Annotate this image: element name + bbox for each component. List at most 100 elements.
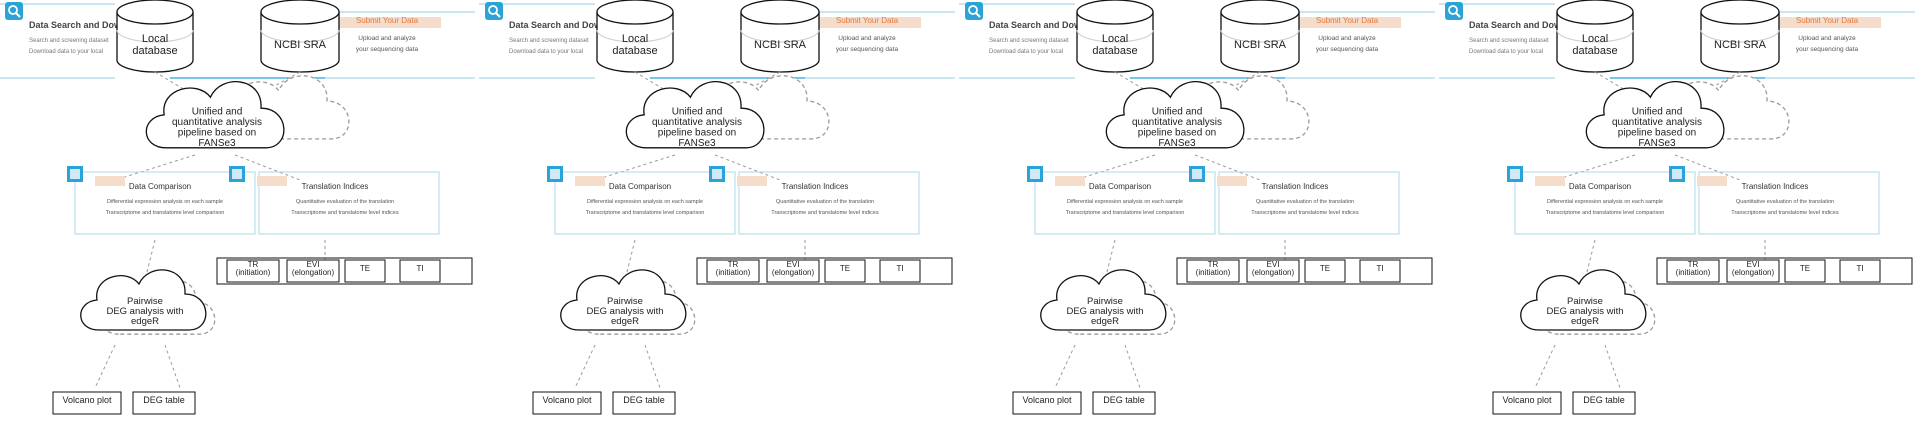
ratio-group-frame: [1176, 257, 1433, 285]
flow-arrow: [574, 344, 596, 389]
ratio-box: [824, 259, 866, 283]
ratio-box: [766, 259, 820, 283]
title-highlight: [1697, 176, 1727, 186]
ratio-box-label: TE: [1320, 264, 1330, 273]
search-panel-title: Data Search and Download: [509, 20, 625, 30]
flow-arrow: [624, 239, 636, 281]
search-icon: [5, 2, 23, 20]
data-comparison-panel: [1034, 171, 1216, 235]
upload-panel-line: your sequencing data: [836, 46, 899, 53]
deg-table-box: [132, 391, 196, 415]
data-comparison-line: Differential expression analysis on each…: [107, 199, 223, 205]
ratio-group-frame: [696, 257, 953, 285]
flow-arrow: [94, 344, 116, 389]
flow-arrow: [1604, 344, 1621, 389]
volcano-plot-box: [1492, 391, 1562, 415]
volcano-plot-label: Volcano plot: [62, 395, 112, 405]
data-comparison-line: Transcriptome and translatome level comp…: [1546, 210, 1665, 216]
flow-arrow: [144, 239, 156, 281]
flow-arrow: [1074, 154, 1156, 181]
translation-indices-title: Translation Indices: [782, 182, 849, 191]
ratio-box: [1304, 259, 1346, 283]
data-comparison-title: Data Comparison: [609, 182, 671, 191]
translation-indices-line: Quantitative evaluation of the translati…: [776, 199, 874, 205]
ncbi-sra-cylinder: [1220, 0, 1300, 73]
ncbi-sra-cylinder: [260, 0, 340, 73]
data-comparison-panel: [1514, 171, 1696, 235]
translation-indices-line: Transcriptome and translatome level indi…: [771, 210, 879, 216]
ncbi-sra-cylinder: [1700, 0, 1780, 73]
flow-arrow: [594, 154, 676, 181]
local-database-cylinder: [1556, 0, 1634, 73]
search-panel-line: Search and screening dataset: [1469, 38, 1549, 44]
ratio-box: [879, 259, 921, 283]
deg-analysis-cloud: [560, 269, 687, 331]
ratio-box-label: TR(initiation): [716, 260, 751, 277]
ratio-box-label: TR(initiation): [1196, 260, 1231, 277]
step-badge-icon: [1027, 166, 1043, 182]
upload-panel-title: Submit Your Data: [1796, 16, 1859, 25]
step-badge-icon: [1669, 166, 1685, 182]
search-panel-line: Download data to your local: [1469, 49, 1543, 55]
translation-indices-panel: [738, 171, 920, 235]
title-highlight: [257, 176, 287, 186]
ratio-box-label: TE: [360, 264, 370, 273]
step-badge-icon: [67, 166, 83, 182]
ratio-box-label: EVI(elongation): [1252, 260, 1295, 277]
flow-arrow: [114, 154, 196, 181]
deg-analysis-cloud: [1520, 269, 1647, 331]
volcano-plot-box: [1012, 391, 1082, 415]
ratio-box: [344, 259, 386, 283]
ratio-box: [1666, 259, 1720, 283]
deg-analysis-cloud: [1040, 269, 1167, 331]
ratio-group-frame: [216, 257, 473, 285]
flow-arrow: [1054, 344, 1076, 389]
panel-border: [1765, 11, 1915, 79]
step-badge-icon: [547, 166, 563, 182]
translation-indices-line: Transcriptome and translatome level indi…: [1251, 210, 1359, 216]
ratio-box-label: TI: [1376, 264, 1383, 273]
translation-indices-title: Translation Indices: [1262, 182, 1329, 191]
translation-indices-panel: [1698, 171, 1880, 235]
ncbi-sra-label: NCBI SRA: [754, 39, 807, 51]
deg-table-box: [1092, 391, 1156, 415]
upload-panel-title: Submit Your Data: [1316, 16, 1379, 25]
upload-panel-line: your sequencing data: [356, 46, 419, 53]
search-panel-title: Data Search and Download: [29, 20, 145, 30]
title-highlight: [333, 17, 441, 28]
flow-arrow: [1104, 239, 1116, 281]
ratio-box: [399, 259, 441, 283]
upload-panel-line: Upload and analyze: [838, 35, 896, 42]
data-comparison-title: Data Comparison: [1089, 182, 1151, 191]
ncbi-sra-label: NCBI SRA: [1714, 39, 1767, 51]
flow-arrow: [164, 344, 181, 389]
data-comparison-title: Data Comparison: [1569, 182, 1631, 191]
step-badge-icon: [1507, 166, 1523, 182]
ratio-box-label: TI: [896, 264, 903, 273]
data-comparison-line: Transcriptome and translatome level comp…: [106, 210, 225, 216]
ratio-group-frame: [1656, 257, 1913, 285]
search-panel-line: Search and screening dataset: [29, 38, 109, 44]
data-comparison-line: Differential expression analysis on each…: [1067, 199, 1183, 205]
ratio-box-label: TR(initiation): [1676, 260, 1711, 277]
title-highlight: [1773, 17, 1881, 28]
ratio-box: [1186, 259, 1240, 283]
volcano-plot-box: [52, 391, 122, 415]
data-comparison-panel: [554, 171, 736, 235]
data-comparison-line: Transcriptome and translatome level comp…: [1066, 210, 1185, 216]
upload-panel-line: Upload and analyze: [1318, 35, 1376, 42]
ncbi-sra-label: NCBI SRA: [274, 39, 327, 51]
panel-border: [805, 11, 955, 79]
title-highlight: [1217, 176, 1247, 186]
flow-arrow: [1554, 154, 1636, 181]
data-comparison-line: Transcriptome and translatome level comp…: [586, 210, 705, 216]
search-icon: [485, 2, 503, 20]
